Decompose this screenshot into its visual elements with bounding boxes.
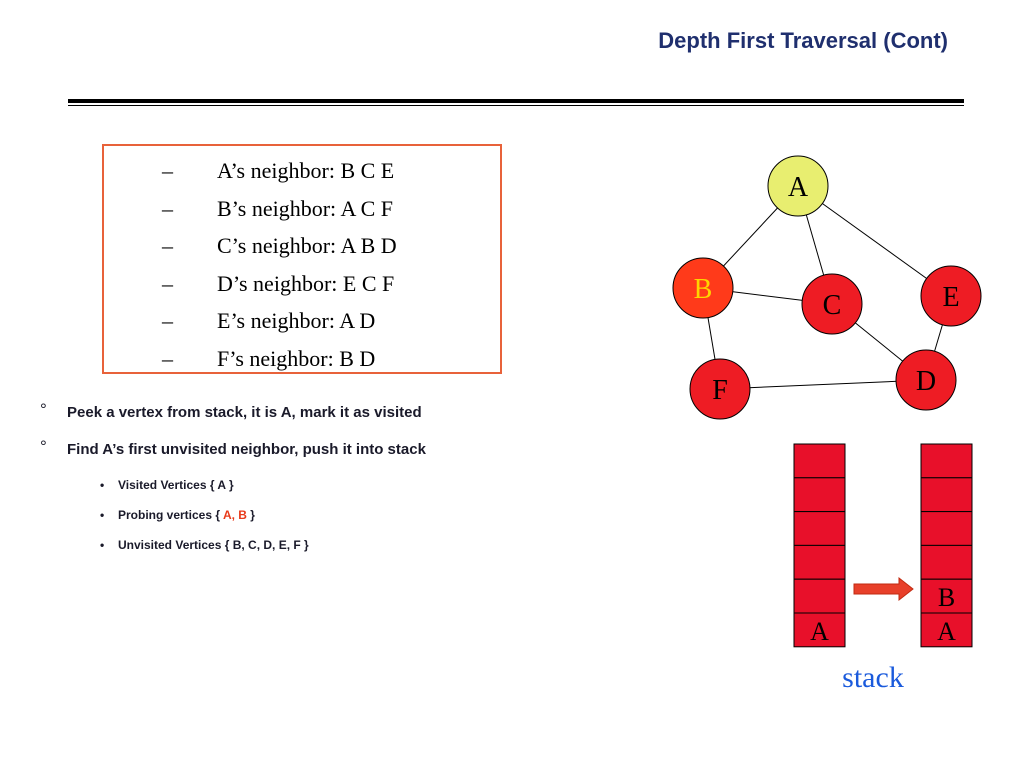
node-label-a: A [788,172,809,203]
node-e [920,265,982,327]
neighbor-item-b: – B’s neighbor: A C F [162,190,397,228]
step-marker: ° [40,437,47,456]
push-arrow [853,576,914,602]
step-text: Peek a vertex from stack, it is A, mark … [67,404,422,421]
neighbor-text: F’s neighbor: B D [217,345,376,371]
stack-after-cell [920,612,973,648]
stack-before-cell [793,477,846,513]
node-label-d: D [916,366,936,397]
bullet-marker: • [100,538,105,552]
edge-a-e [797,185,952,297]
steps-list: ° Peek a vertex from stack, it is A, mar… [40,400,426,568]
neighbor-item-f: – F’s neighbor: B D [162,340,397,378]
step-push: ° Find A’s first unvisited neighbor, pus… [40,437,426,478]
node-f [689,358,751,420]
stack-after-cell [920,443,973,479]
neighbor-item-d: – D’s neighbor: E C F [162,265,397,303]
step-peek: ° Peek a vertex from stack, it is A, mar… [40,400,426,441]
bullet-marker: • [100,478,105,492]
probing-highlight: A, B [222,508,247,522]
node-c [801,273,863,335]
stack-after-item-label: A [937,617,956,646]
stack-before-cell [793,511,846,546]
stack-after-cell [920,477,973,513]
probing-suffix: } [246,508,255,522]
dash-marker: – [162,345,173,371]
probing-prefix: Probing vertices { [118,508,223,522]
stack-after-cell [920,544,973,580]
stack-after-item-label: B [938,583,955,612]
probing-vertices: • Probing vertices { A, B } [40,508,426,538]
node-label-c: C [823,290,842,321]
neighbor-item-e: – E’s neighbor: A D [162,302,397,340]
stack-label: stack [842,661,904,694]
neighbor-item-c: – C’s neighbor: A B D [162,227,397,265]
neighbor-text: C’s neighbor: A B D [217,233,397,259]
title-divider-thin [68,105,964,106]
visited-label: Visited Vertices { A } [118,478,234,492]
node-label-e: E [942,282,959,313]
edge-d-f [719,379,927,390]
node-b [672,257,734,319]
node-a [767,155,829,217]
slide-title: Depth First Traversal (Cont) [658,28,948,53]
neighbor-text: E’s neighbor: A D [217,308,376,334]
stack-before-cell [793,544,846,580]
visited-vertices: • Visited Vertices { A } [40,478,426,508]
stack-before-cell [793,443,846,479]
neighbor-item-a: – A’s neighbor: B C E [162,152,397,190]
neighbor-text: B’s neighbor: A C F [217,195,394,221]
dash-marker: – [162,308,173,334]
stack-after-cell [920,578,973,614]
node-label-f: F [712,375,728,406]
neighbor-text: A’s neighbor: B C E [217,158,395,183]
neighbor-list: – A’s neighbor: B C E – B’s neighbor: A C … [162,152,397,378]
dash-marker: – [162,233,173,259]
step-marker: ° [40,400,47,419]
bullet-marker: • [100,508,105,522]
unvisited-label: Unvisited Vertices { B, C, D, E, F } [118,538,309,552]
unvisited-vertices: • Unvisited Vertices { B, C, D, E, F } [40,538,426,568]
stack-before-item-label: A [810,617,829,646]
node-d [895,349,957,411]
stack-before-cell [793,578,846,614]
neighbor-list-box: – A’s neighbor: B C E – B’s neighbor: A C … [102,144,502,374]
step-text: Find A’s first unvisited neighbor, push … [67,441,426,458]
stack-after-cell [920,511,973,546]
neighbor-text: D’s neighbor: E C F [217,270,395,296]
dash-marker: – [162,195,173,221]
node-label-b: B [694,274,713,305]
title-divider-thick [68,99,964,103]
dash-marker: – [162,270,173,296]
dash-marker: – [162,158,173,183]
stack-before-cell [793,612,846,648]
